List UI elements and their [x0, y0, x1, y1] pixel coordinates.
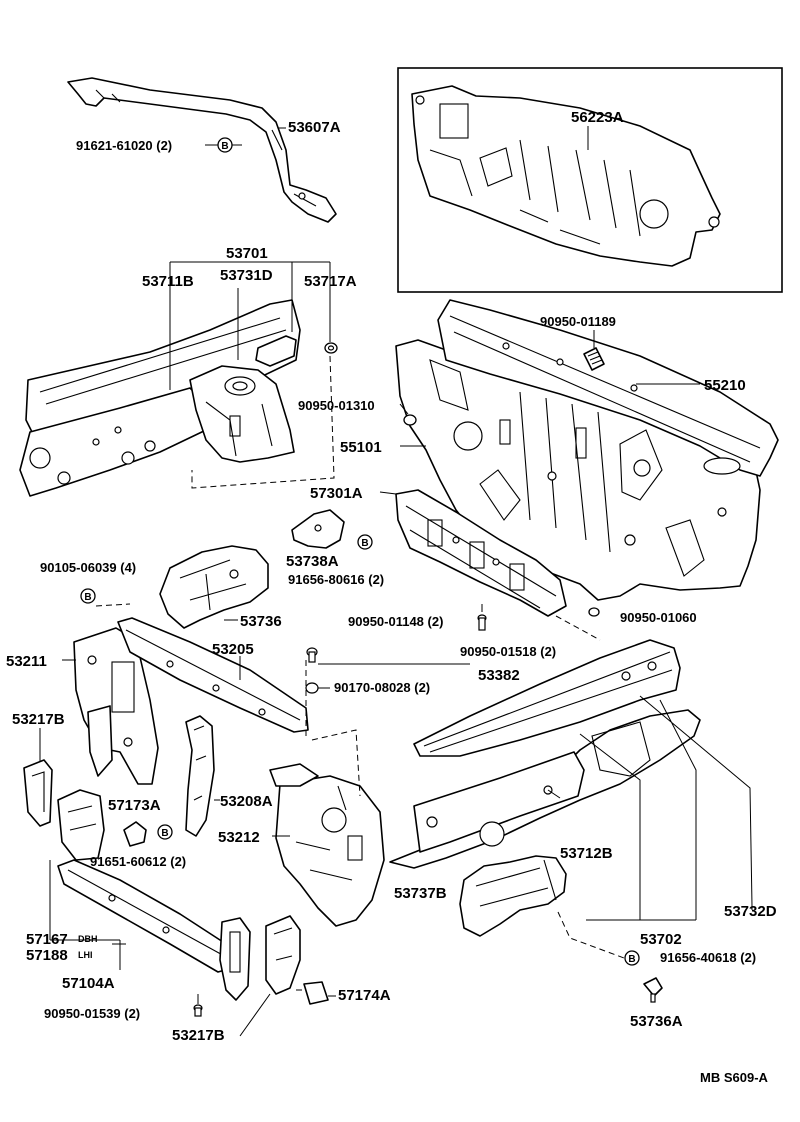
lower-support-57104A: [57, 859, 251, 1001]
clip-91621: B: [205, 137, 242, 153]
brace-53607A: [67, 77, 337, 223]
label-57301A: 57301A: [310, 485, 363, 502]
bracket-57174A: [303, 981, 329, 1005]
apron-53712B: [389, 709, 701, 869]
brace-53217B-bottom: [265, 915, 301, 995]
label-53711B: 53711B: [142, 273, 194, 290]
label-91656-80616: 91656-80616 (2): [288, 572, 384, 587]
label-53717A: 53717A: [304, 273, 357, 290]
bracket-left-lower: [57, 789, 105, 861]
label-90170: 90170-08028 (2): [334, 680, 430, 695]
label-53212: 53212: [218, 829, 260, 846]
plug-53717A: [324, 342, 338, 354]
seal-53737B: [459, 855, 567, 937]
label-90950-01148: 90950-01148 (2): [348, 614, 443, 629]
svg-text:B: B: [84, 592, 91, 603]
upper-support-53205: [117, 617, 309, 733]
label-91621: 91621-61020 (2): [76, 138, 172, 153]
label-53382: 53382: [478, 667, 520, 684]
seal-53736: [159, 545, 269, 629]
label-90950-01539: 90950-01539 (2): [44, 1006, 140, 1021]
svg-text:B: B: [161, 828, 168, 839]
bolt-90950-01148: [477, 614, 487, 631]
brace-53208A: [185, 715, 215, 837]
label-53217B-bottom: 53217B: [172, 1027, 225, 1044]
label-53607A: 53607A: [288, 119, 341, 136]
crossmember-57301A: [395, 489, 567, 617]
label-53702: 53702: [640, 931, 682, 948]
label-90950-01518: 90950-01518 (2): [460, 644, 556, 659]
clip-91656-80616: B: [357, 534, 373, 550]
bolt-90950-01539: [193, 1004, 203, 1017]
label-56223A: 56223A: [571, 109, 624, 126]
plug-90950-01310: [403, 414, 417, 426]
label-53701: 53701: [226, 245, 268, 262]
label-53736A: 53736A: [630, 1013, 683, 1030]
label-90105: 90105-06039 (4): [40, 560, 136, 575]
label-53208A: 53208A: [220, 793, 273, 810]
label-57167: 57167: [26, 931, 68, 948]
clip-90105: B: [80, 588, 96, 604]
label-53731D: 53731D: [220, 267, 273, 284]
label-57173A: 57173A: [108, 797, 161, 814]
label-57174A: 57174A: [338, 987, 391, 1004]
radiator-support-53211: [73, 627, 159, 785]
label-90950-01310: 90950-01310: [298, 398, 375, 413]
bolt-53382: [305, 647, 319, 694]
bracket-53738A: [291, 509, 345, 549]
label-57168-note: LHI: [78, 950, 93, 960]
clip-91656-40618: B: [624, 950, 640, 966]
suspension-tower-53731D: [189, 335, 297, 463]
label-55101: 55101: [340, 439, 382, 456]
label-55210: 55210: [704, 377, 746, 394]
svg-text:B: B: [361, 538, 368, 549]
svg-text:B: B: [221, 141, 228, 152]
label-57167-note: DBH: [78, 934, 98, 944]
grommet-90950-01189: [583, 347, 605, 371]
clip-91651: B: [157, 824, 173, 840]
diagram-reference: MB S609-A: [700, 1070, 769, 1085]
insulator-56223A: [411, 85, 721, 267]
plug-90950-01060: [588, 607, 600, 617]
label-53736: 53736: [240, 613, 282, 630]
label-91651: 91651-60612 (2): [90, 854, 186, 869]
label-90950-01189: 90950-01189: [540, 314, 616, 329]
brace-53217B-top: [23, 759, 53, 827]
label-57104A: 57104A: [62, 975, 115, 992]
clip-53736A: [643, 977, 663, 1003]
label-53211: 53211: [6, 653, 47, 670]
bracket-57173A: [123, 821, 147, 847]
svg-text:B: B: [628, 954, 635, 965]
cowl-top-55210: [437, 299, 779, 477]
label-53732D: 53732D: [724, 903, 777, 920]
inset-frame: [397, 67, 783, 293]
label-57168: 57188: [26, 947, 68, 964]
label-53205: 53205: [212, 641, 254, 658]
support-53212: [269, 763, 385, 927]
apron-53732D: [413, 639, 681, 757]
label-53217B-top: 53217B: [12, 711, 65, 728]
label-53737B: 53737B: [394, 885, 447, 902]
label-53712B: 53712B: [560, 845, 613, 862]
label-90950-01060: 90950-01060: [620, 610, 697, 625]
label-53738A: 53738A: [286, 553, 339, 570]
label-91656-40618: 91656-40618 (2): [660, 950, 756, 965]
